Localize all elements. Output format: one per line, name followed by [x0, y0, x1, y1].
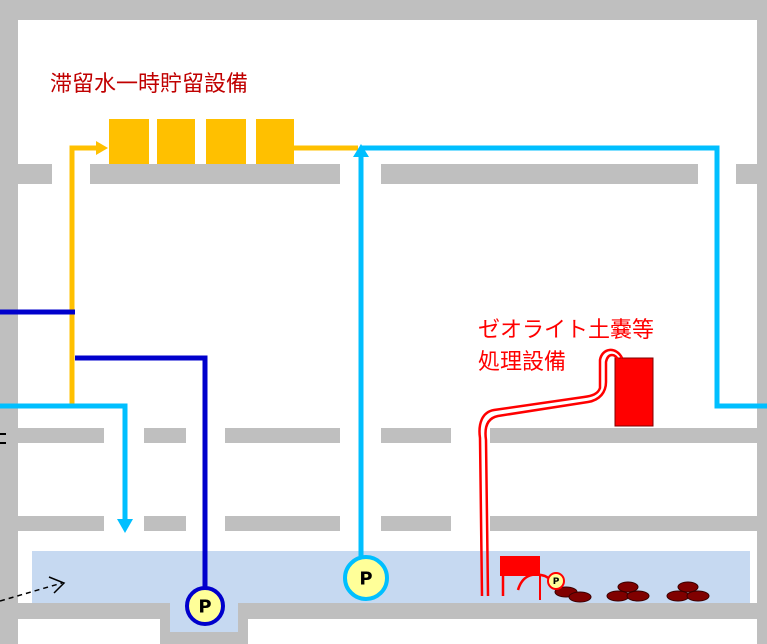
pump-cyan-circle	[343, 555, 389, 601]
inflow-dashed-line	[0, 582, 63, 602]
slab-middle	[18, 428, 104, 443]
inflow-arrowhead	[48, 576, 66, 594]
storage-tank	[206, 119, 246, 164]
slab-middle	[225, 428, 340, 443]
roof-wall	[0, 0, 767, 20]
left-wall	[0, 0, 18, 644]
left-edge-marks	[0, 433, 6, 444]
pit-wall-left	[160, 603, 170, 644]
cyan-return-pipe	[0, 403, 128, 519]
slab-lower	[381, 516, 451, 531]
sandbag	[617, 581, 639, 593]
inflow-arrow	[0, 576, 66, 602]
storage-tank	[109, 119, 149, 164]
pump-red-label: P	[553, 577, 560, 587]
slab-lower	[490, 516, 767, 531]
sandbag	[568, 591, 592, 603]
floor-wall-left	[0, 603, 160, 619]
slab-lower	[225, 516, 340, 531]
cyan-arrowhead-down	[117, 519, 133, 533]
floor-slabs	[18, 164, 767, 531]
storage-tank	[157, 119, 195, 164]
pump-blue-label: P	[198, 597, 211, 618]
slab-upper	[381, 164, 698, 184]
zeolite-treatment-unit	[614, 357, 654, 427]
cyan-arrowhead-up	[353, 144, 369, 157]
blue-transfer-line	[0, 309, 208, 590]
zeolite-label-line2: 処理設備	[478, 350, 566, 375]
red-treatment-pipe	[478, 348, 624, 597]
pump-cyan: P	[343, 555, 389, 601]
slab-middle	[490, 428, 767, 443]
pump-red: P	[547, 572, 565, 590]
slab-upper	[90, 164, 340, 184]
pit-wall-bottom	[160, 632, 248, 644]
pump-cyan-label: P	[359, 569, 372, 590]
sandbag	[677, 581, 699, 593]
slab-middle	[381, 428, 451, 443]
pump-blue-circle	[185, 586, 225, 626]
orange-transfer-line	[69, 141, 358, 405]
zeolite-label-line1: ゼオライト土嚢等	[478, 318, 654, 343]
pump-red-circle	[547, 572, 565, 590]
slab-lower	[18, 516, 104, 531]
sandbag	[666, 590, 690, 602]
pit-wall-right	[238, 603, 248, 644]
floor-wall-right	[248, 603, 767, 619]
red-tank-small	[500, 556, 540, 576]
zeolite-sandbags	[554, 581, 710, 603]
pump-blue: P	[185, 586, 225, 626]
storage-tank	[256, 119, 294, 164]
sandbag	[606, 590, 630, 602]
tank-label: 滞留水一時貯留設備	[50, 72, 248, 97]
orange-arrowhead	[96, 141, 108, 155]
sandbag	[686, 590, 710, 602]
blue-pipe-pump	[75, 355, 208, 590]
cyan-transfer-line	[0, 145, 767, 566]
temporary-storage-tanks	[109, 119, 294, 164]
slab-upper	[736, 164, 767, 184]
sandbag	[626, 590, 650, 602]
right-wall	[757, 0, 767, 644]
orange-pipe	[69, 145, 96, 405]
cyan-top-pipe	[361, 145, 767, 409]
slab-lower	[144, 516, 186, 531]
slab-middle	[144, 428, 186, 443]
slab-upper	[18, 164, 52, 184]
